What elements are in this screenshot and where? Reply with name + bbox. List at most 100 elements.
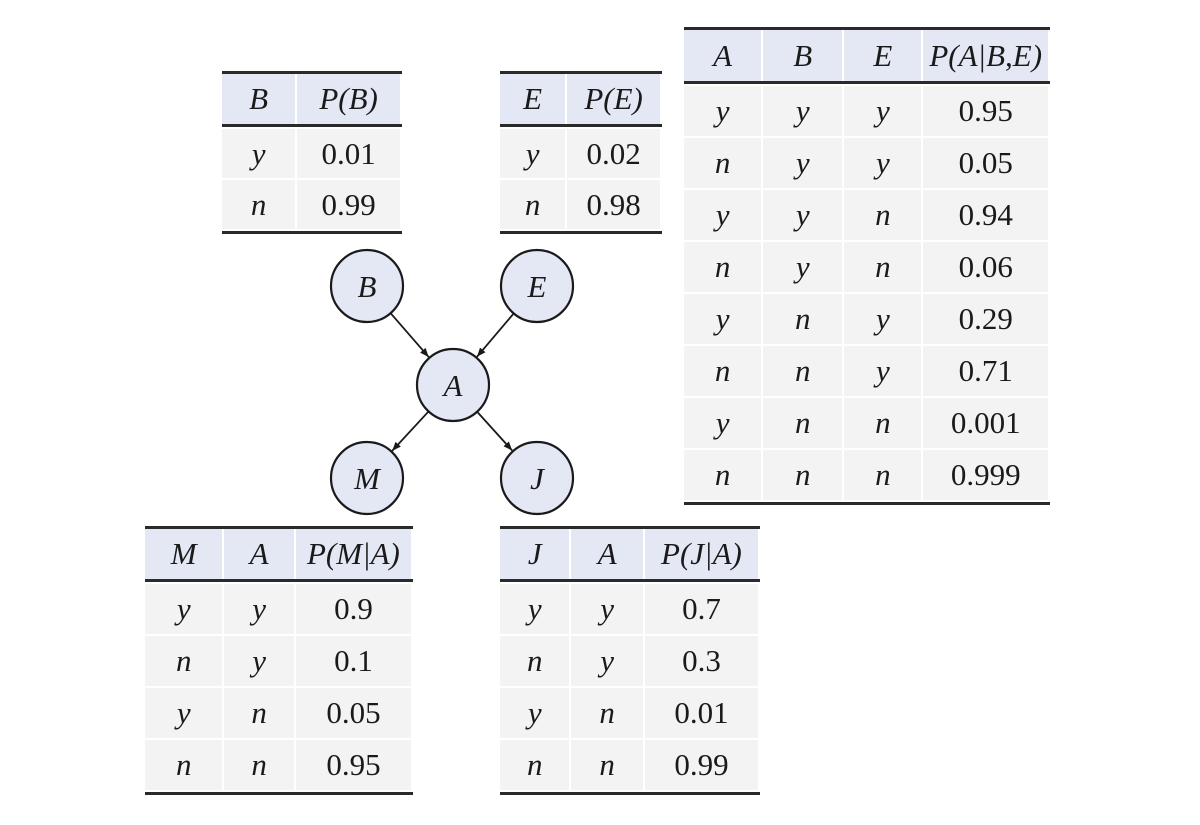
- cpt-header-cell: B: [763, 30, 843, 81]
- node-circle: [415, 347, 491, 423]
- cpt-value-cell: y: [500, 688, 570, 738]
- cpt-value-cell: y: [500, 584, 570, 634]
- node-circle: [329, 440, 405, 516]
- cpt-value-cell: y: [763, 190, 843, 240]
- edge-e-to-a: [476, 312, 515, 358]
- cpt-header-cell: P(B): [297, 74, 400, 124]
- cpt-prob-cell: 0.71: [923, 346, 1048, 396]
- cpt-value-cell: y: [222, 129, 296, 178]
- cpt-value-cell: n: [763, 450, 843, 500]
- cpt-prob-cell: 0.7: [644, 584, 758, 634]
- cpt-value-cell: y: [684, 190, 762, 240]
- cpt-header-cell: P(J|A): [644, 529, 758, 579]
- cpt-header-cell: A: [224, 529, 294, 579]
- node-b: B: [329, 248, 405, 324]
- cpt-header-cell: E: [500, 74, 566, 124]
- cpt-prob-cell: 0.1: [295, 636, 411, 686]
- cpt-value-cell: n: [145, 636, 223, 686]
- node-e: E: [499, 248, 575, 324]
- cpt-value-cell: n: [571, 740, 643, 790]
- cpt-prob-cell: 0.06: [923, 242, 1048, 292]
- cpt-prob-cell: 0.05: [923, 138, 1048, 188]
- node-label: A: [442, 368, 464, 403]
- cpt-value-cell: y: [844, 86, 922, 136]
- cpt-header-cell: B: [222, 74, 296, 124]
- cpt-value-cell: y: [571, 584, 643, 634]
- cpt-value-cell: n: [763, 346, 843, 396]
- node-circle: [329, 248, 405, 324]
- cpt-value-cell: n: [500, 180, 566, 229]
- cpt-prob-cell: 0.01: [297, 129, 400, 178]
- cpt-value-cell: y: [684, 398, 762, 448]
- cpt-prob-cell: 0.01: [644, 688, 758, 738]
- cpt-value-cell: y: [684, 86, 762, 136]
- edge-a-to-m: [391, 410, 430, 452]
- node-m: M: [329, 440, 405, 516]
- cpt-value-cell: n: [571, 688, 643, 738]
- cpt-value-cell: n: [500, 740, 570, 790]
- cpt-value-cell: y: [145, 688, 223, 738]
- cpt-value-cell: n: [224, 688, 294, 738]
- cpt-value-cell: n: [684, 242, 762, 292]
- cpt-header-cell: A: [684, 30, 762, 81]
- node-label: B: [358, 269, 377, 304]
- cpt-value-cell: n: [844, 242, 922, 292]
- node-a: A: [415, 347, 491, 423]
- cpt-value-cell: y: [844, 294, 922, 344]
- cpt-value-cell: n: [145, 740, 223, 790]
- cpt-value-cell: y: [571, 636, 643, 686]
- cpt-value-cell: n: [222, 180, 296, 229]
- cpt-value-cell: y: [844, 138, 922, 188]
- cpt-value-cell: n: [844, 398, 922, 448]
- cpt-prob-cell: 0.02: [567, 129, 660, 178]
- cpt-value-cell: n: [684, 450, 762, 500]
- node-circle: [499, 248, 575, 324]
- cpt-header-cell: P(M|A): [295, 529, 411, 579]
- cpt-header-cell: P(E): [567, 74, 660, 124]
- cpt-prob-cell: 0.001: [923, 398, 1048, 448]
- cpt-value-cell: y: [844, 346, 922, 396]
- edge-b-to-a: [389, 312, 430, 358]
- cpt-value-cell: n: [684, 138, 762, 188]
- cpt-header-cell: M: [145, 529, 223, 579]
- cpt-value-cell: n: [684, 346, 762, 396]
- cpt-value-cell: y: [763, 242, 843, 292]
- cpt-header-cell: A: [571, 529, 643, 579]
- cpt-value-cell: n: [500, 636, 570, 686]
- cpt-value-cell: y: [763, 86, 843, 136]
- cpt-value-cell: y: [684, 294, 762, 344]
- cpt-header-cell: P(A|B,E): [923, 30, 1048, 81]
- node-circle: [499, 440, 575, 516]
- cpt-prob-cell: 0.95: [295, 740, 411, 790]
- cpt-value-cell: n: [763, 398, 843, 448]
- cpt-prob-cell: 0.95: [923, 86, 1048, 136]
- cpt-value-cell: n: [763, 294, 843, 344]
- cpt-prob-cell: 0.29: [923, 294, 1048, 344]
- cpt-prob-cell: 0.94: [923, 190, 1048, 240]
- cpt-value-cell: y: [224, 584, 294, 634]
- cpt-value-cell: n: [844, 190, 922, 240]
